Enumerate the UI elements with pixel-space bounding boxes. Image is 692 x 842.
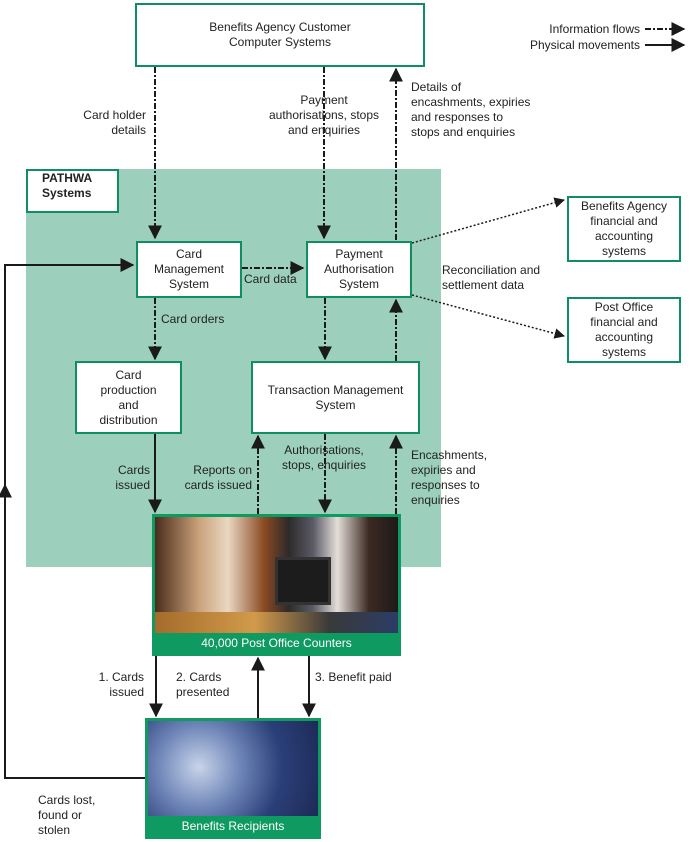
- label-authorisations-stops: Authorisations, stops, enquiries: [281, 443, 367, 472]
- legend-information-flows: Information flows: [549, 22, 640, 36]
- transaction-management-box: Transaction Management System: [251, 361, 420, 434]
- legend-physical-movements: Physical movements: [529, 38, 640, 52]
- label-step1: 1. Cards issued: [98, 670, 144, 699]
- po-financial-box: Post Office financial and accounting sys…: [567, 297, 681, 363]
- flow-to-po-financial: [411, 294, 566, 339]
- pathwa-label-box: PATHWA Systems: [26, 169, 119, 213]
- pathwa-subtitle: Systems: [42, 186, 92, 200]
- post-office-counters-photo: 40,000 Post Office Counters: [152, 514, 401, 656]
- pathwa-title: PATHWA: [42, 171, 93, 185]
- label-step2: 2. Cards presented: [176, 670, 230, 699]
- benefits-recipients-caption: Benefits Recipients: [148, 816, 318, 836]
- monitor-graphic: [275, 557, 331, 605]
- label-payment-authorisations: Payment authorisations, stops and enquir…: [268, 93, 380, 137]
- card-management-box: Card Management System: [136, 241, 242, 298]
- transaction-management-label: Transaction Management System: [267, 382, 404, 412]
- card-production-box: Card production and distribution: [75, 361, 182, 434]
- ba-financial-box: Benefits Agency financial and accounting…: [567, 196, 681, 262]
- card-management-label: Card Management System: [153, 247, 225, 291]
- counter-graphic: [155, 612, 398, 637]
- post-office-counters-caption: 40,000 Post Office Counters: [155, 633, 398, 653]
- card-production-label: Card production and distribution: [99, 367, 158, 427]
- ba-customer-systems-label: Benefits Agency Customer Computer System…: [209, 20, 351, 49]
- payment-authorisation-box: Payment Authorisation System: [306, 241, 412, 298]
- move-cards-lost: [4, 258, 145, 779]
- flow-to-ba-financial: [411, 197, 566, 244]
- label-step3: 3. Benefit paid: [315, 670, 392, 684]
- ba-financial-label: Benefits Agency financial and accounting…: [580, 199, 668, 258]
- po-financial-label: Post Office financial and accounting sys…: [590, 300, 658, 359]
- label-card-holder-details: Card holder details: [83, 108, 146, 137]
- label-card-orders: Card orders: [161, 312, 225, 326]
- label-cards-issued: Cards issued: [115, 463, 150, 492]
- payment-authorisation-label: Payment Authorisation System: [323, 247, 395, 291]
- label-encashments-expiries: Encashments, expiries and responses to e…: [411, 448, 488, 507]
- ba-customer-systems-box: Benefits Agency Customer Computer System…: [135, 3, 425, 67]
- label-details-encashments: Details of encashments, expiries and res…: [411, 80, 531, 139]
- label-card-data: Card data: [244, 272, 297, 286]
- label-reconciliation: Reconciliation and settlement data: [442, 263, 541, 292]
- label-reports-on-cards: Reports on cards issued: [184, 463, 252, 492]
- benefits-recipients-photo: Benefits Recipients: [145, 718, 321, 839]
- label-cards-lost: Cards lost, found or stolen: [38, 793, 96, 837]
